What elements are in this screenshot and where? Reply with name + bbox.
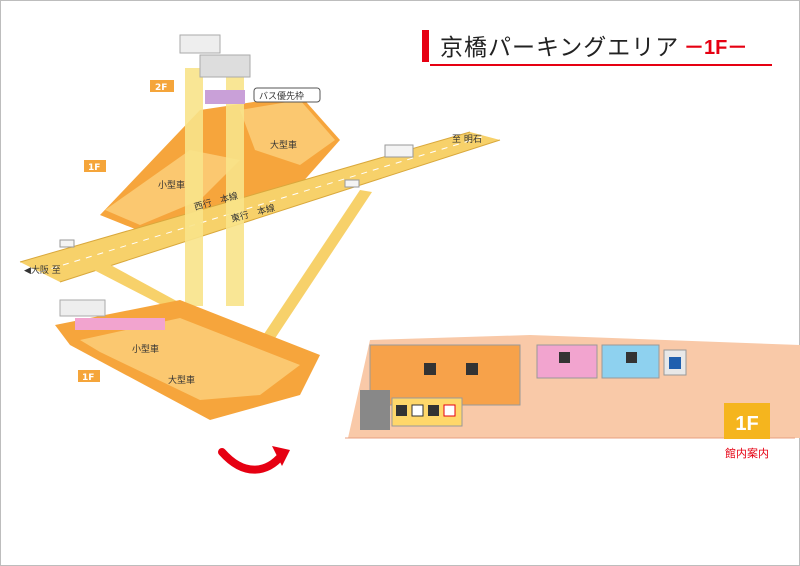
lower-parking-lot xyxy=(80,318,300,400)
aed-icon xyxy=(443,404,456,417)
title-floor-label: －1F－ xyxy=(684,37,748,59)
bus-priority-callout xyxy=(253,87,321,103)
floor-badge-label: 1F xyxy=(735,413,758,435)
car xyxy=(344,179,360,188)
building-top xyxy=(179,34,221,54)
lower-facility-strip xyxy=(75,318,165,330)
elevator-shaft-left xyxy=(185,68,203,306)
upper-parking-lot-small xyxy=(105,150,240,225)
car xyxy=(59,239,75,248)
female-restroom-icon xyxy=(559,352,570,363)
perspective-map: 至 明石 ◀大阪 至 西行 本線 東行 本線 大型車 小型車 小型車 大型車 バ… xyxy=(19,34,501,474)
building-mid xyxy=(199,54,251,78)
shop-icon xyxy=(466,363,478,375)
curved-arrow-head xyxy=(272,446,290,466)
title-underline xyxy=(430,64,772,66)
restaurant-icon xyxy=(424,363,436,375)
floor-guide-caption: 館内案内 xyxy=(725,446,769,460)
floor-badge xyxy=(724,403,770,439)
info-icon xyxy=(396,405,407,416)
floor-tag-upper xyxy=(84,160,106,172)
direction-osaka: ◀大阪 至 xyxy=(24,264,61,276)
floor-tag-upper-label: 1F xyxy=(88,163,100,173)
title-block: 京橋パーキングエリア －1F－ xyxy=(422,26,772,66)
storage-block xyxy=(360,390,390,430)
bus-priority-label: バス優先枠 xyxy=(259,90,304,102)
direction-akashi: 至 明石 xyxy=(452,134,482,145)
vending-icon xyxy=(428,405,439,416)
floor-tag-lower xyxy=(78,370,100,382)
floor-plan-1f: 1F 館内案内 xyxy=(345,335,800,460)
truck xyxy=(384,144,414,158)
restaurant-area xyxy=(369,344,521,406)
small-vehicle-label: 小型車 xyxy=(132,343,159,355)
title-accent-bar xyxy=(422,30,429,62)
lower-building xyxy=(59,299,106,317)
facility-strip xyxy=(205,90,245,104)
elevator-shaft-right xyxy=(226,68,244,306)
large-vehicle-label: 大型車 xyxy=(270,139,297,151)
floor-tag-2f-label: 2F xyxy=(155,83,167,93)
upper-parking-lot-large xyxy=(240,100,335,165)
male-restroom-icon xyxy=(626,352,637,363)
main-highway xyxy=(20,132,500,282)
accessible-restroom-icon xyxy=(669,357,681,369)
floor-tag-lower-label: 1F xyxy=(82,373,94,383)
telephone-icon xyxy=(411,404,424,417)
page-title: 京橋パーキングエリア xyxy=(440,35,680,61)
curved-arrow-icon xyxy=(218,448,286,474)
ramp-east xyxy=(250,190,372,358)
floor-tag-2f xyxy=(150,80,174,92)
large-vehicle-label: 大型車 xyxy=(168,374,195,386)
small-vehicle-label: 小型車 xyxy=(158,179,185,191)
